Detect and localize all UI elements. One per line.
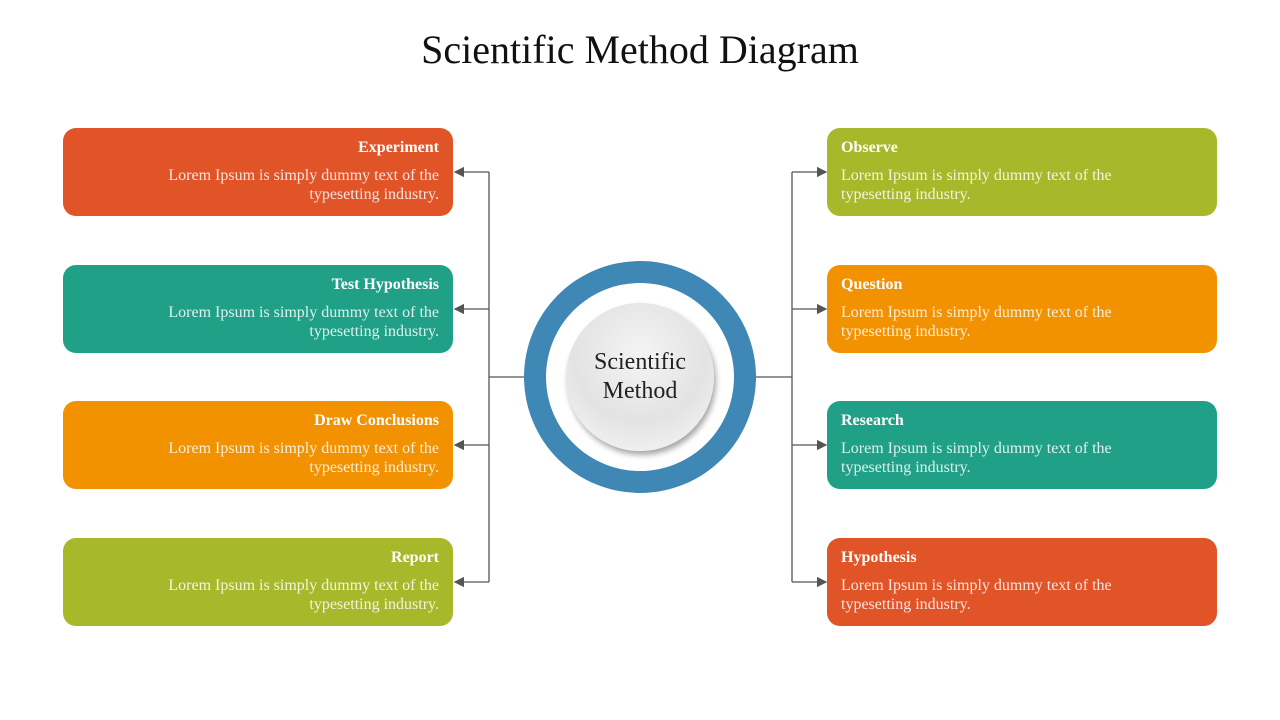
step-test-hypothesis: Test Hypothesis Lorem Ipsum is simply du…: [63, 265, 453, 353]
center-hub: Scientific Method: [566, 303, 714, 451]
step-description: Lorem Ipsum is simply dummy text of the …: [841, 577, 1112, 613]
step-heading: Report: [391, 549, 439, 566]
step-observe: Observe Lorem Ipsum is simply dummy text…: [827, 128, 1217, 216]
step-hypothesis: Hypothesis Lorem Ipsum is simply dummy t…: [827, 538, 1217, 626]
step-heading: Hypothesis: [841, 549, 917, 566]
step-description: Lorem Ipsum is simply dummy text of the …: [841, 304, 1112, 340]
step-description: Lorem Ipsum is simply dummy text of the …: [168, 440, 439, 476]
step-description: Lorem Ipsum is simply dummy text of the …: [168, 577, 439, 613]
step-heading: Research: [841, 412, 904, 429]
step-heading: Draw Conclusions: [314, 412, 439, 429]
step-heading: Question: [841, 276, 903, 293]
step-draw-conclusions: Draw Conclusions Lorem Ipsum is simply d…: [63, 401, 453, 489]
step-description: Lorem Ipsum is simply dummy text of the …: [841, 167, 1112, 203]
center-hub-ring: Scientific Method: [524, 261, 756, 493]
step-heading: Experiment: [358, 139, 439, 156]
page-title: Scientific Method Diagram: [421, 27, 859, 72]
step-heading: Test Hypothesis: [331, 276, 439, 293]
step-description: Lorem Ipsum is simply dummy text of the …: [841, 440, 1112, 476]
step-research: Research Lorem Ipsum is simply dummy tex…: [827, 401, 1217, 489]
step-experiment: Experiment Lorem Ipsum is simply dummy t…: [63, 128, 453, 216]
step-description: Lorem Ipsum is simply dummy text of the …: [168, 304, 439, 340]
center-hub-label: Scientific Method: [594, 349, 686, 404]
step-heading: Observe: [841, 139, 898, 156]
step-description: Lorem Ipsum is simply dummy text of the …: [168, 167, 439, 203]
center-hub-gap: Scientific Method: [546, 283, 734, 471]
step-question: Question Lorem Ipsum is simply dummy tex…: [827, 265, 1217, 353]
step-report: Report Lorem Ipsum is simply dummy text …: [63, 538, 453, 626]
